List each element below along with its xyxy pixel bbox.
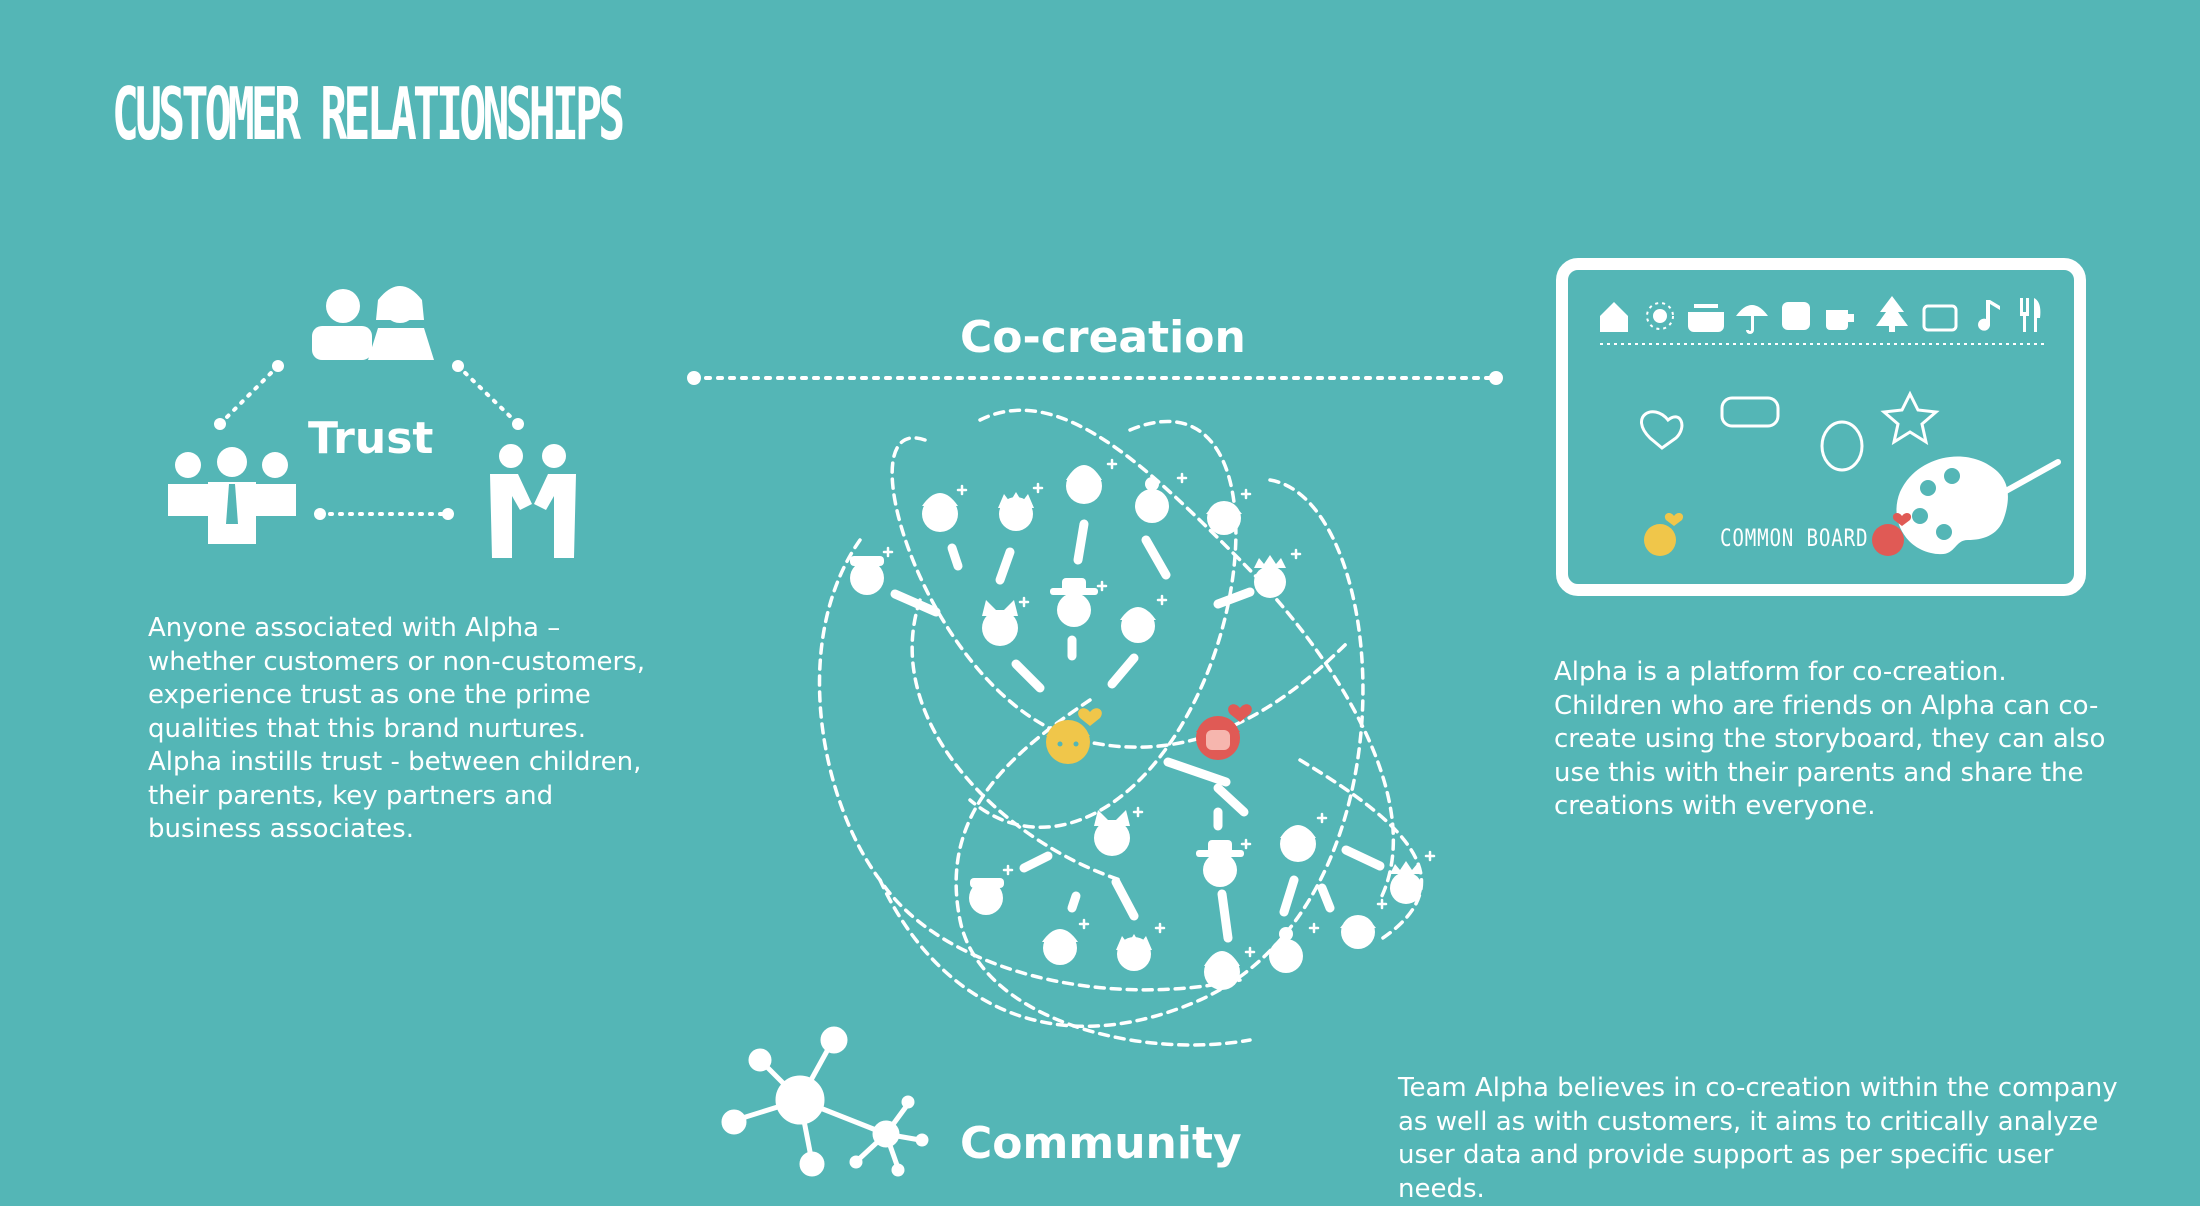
children-icon — [312, 286, 434, 360]
cocreation-divider — [687, 371, 1503, 385]
fork-knife-icon — [2020, 298, 2041, 332]
pot-icon — [1688, 304, 1724, 332]
community-network-icon — [721, 1026, 929, 1177]
cocreation-label: Co-creation — [960, 312, 1246, 363]
palette-icon — [1896, 456, 2061, 555]
music-note-icon — [1978, 300, 2000, 331]
tree-icon — [1876, 296, 1908, 332]
bus-doodle-icon — [1720, 396, 1780, 428]
heart-doodle-icon — [1640, 410, 1684, 450]
handshake-icon — [490, 444, 576, 558]
board-yellow-face — [1644, 513, 1684, 556]
cup-icon — [1826, 310, 1854, 330]
common-board-label: COMMON BOARD — [1720, 524, 1869, 552]
house-icon — [1600, 302, 1628, 332]
community-label: Community — [960, 1118, 1242, 1169]
page-title: CUSTOMER RELATIONSHIPS — [112, 72, 625, 156]
cocreation-network — [817, 408, 1436, 1047]
board-red-face — [1872, 513, 1912, 556]
trust-description: Anyone associated with Alpha – whether c… — [148, 613, 645, 844]
socket-icon — [1782, 302, 1810, 330]
community-description: Team Alpha believes in co-creation withi… — [1398, 1073, 2118, 1204]
trust-triangle — [168, 286, 576, 558]
star-doodle-icon — [1880, 390, 1940, 446]
cocreation-description: Alpha is a platform for co-creation. Chi… — [1554, 657, 2106, 821]
yellow-child-face — [1046, 708, 1102, 764]
umbrella-icon — [1736, 305, 1768, 334]
board-icon-row — [1600, 296, 2041, 334]
sun-icon — [1646, 302, 1674, 330]
tv-icon — [1922, 304, 1958, 332]
egg-doodle-icon — [1820, 420, 1864, 472]
common-board — [1556, 258, 2086, 596]
trust-label: Trust — [308, 413, 434, 464]
red-child-face — [1196, 704, 1252, 760]
business-people-icon — [168, 447, 296, 544]
